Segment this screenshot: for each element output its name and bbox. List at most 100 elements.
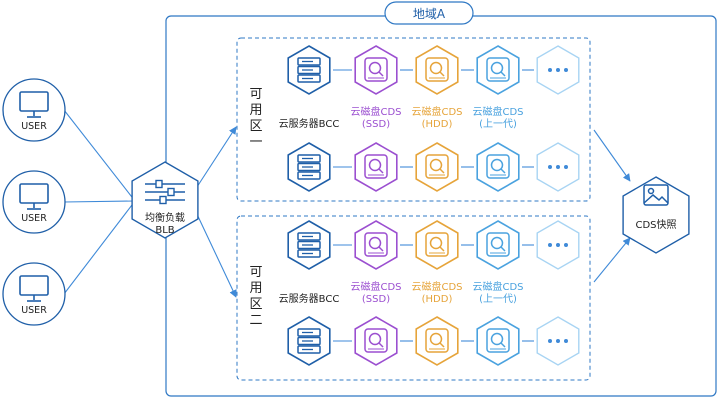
disk-hex bbox=[354, 45, 398, 95]
disk-hex bbox=[354, 142, 398, 192]
region-title: 地域A bbox=[413, 7, 446, 21]
user-node[interactable]: USER bbox=[2, 262, 66, 326]
lb-sublabel: BLB bbox=[155, 225, 174, 236]
disk-hex bbox=[476, 45, 520, 95]
disk-cds-node[interactable]: 云磁盘CDS(HDD) bbox=[411, 45, 463, 130]
user-label: USER bbox=[21, 213, 47, 224]
disk-cds-node[interactable]: 云磁盘CDS(HDD) bbox=[411, 220, 463, 305]
snapshot-label: CDS快照 bbox=[635, 219, 676, 231]
disk-cds-node[interactable]: 云磁盘CDS(上一代) bbox=[472, 45, 524, 130]
lb-to-zone-1-arrow bbox=[194, 126, 237, 191]
user-label: USER bbox=[21, 305, 47, 316]
user-node-circle bbox=[2, 170, 66, 234]
user-to-lb-line bbox=[63, 200, 136, 203]
server-icon bbox=[297, 154, 321, 180]
disk-sublabel: (HDD) bbox=[422, 119, 453, 130]
disk-search-icon bbox=[425, 154, 449, 179]
disk-search-icon bbox=[486, 57, 510, 82]
user-node-circle bbox=[2, 78, 66, 142]
more-node[interactable] bbox=[536, 45, 580, 95]
cds-snapshot-node[interactable]: CDS快照 bbox=[622, 176, 690, 254]
disk-hex bbox=[415, 142, 459, 192]
monitor-icon bbox=[19, 183, 49, 210]
disk-cds-node[interactable] bbox=[476, 142, 520, 192]
disk-hex bbox=[415, 45, 459, 95]
disk-label: 云磁盘CDS bbox=[472, 280, 523, 293]
disk-search-icon bbox=[486, 328, 510, 353]
zone-label-2: 可用区二 bbox=[249, 265, 262, 328]
disk-cds-node[interactable] bbox=[354, 316, 398, 366]
image-icon bbox=[643, 184, 669, 206]
user-node-circle bbox=[2, 262, 66, 326]
disk-search-icon bbox=[425, 328, 449, 353]
disk-search-icon bbox=[486, 232, 510, 257]
user-node[interactable]: USER bbox=[2, 78, 66, 142]
node-layer: USERUSERUSER均衡负载BLB云服务器BCC云磁盘CDS(SSD)云磁盘… bbox=[2, 45, 690, 366]
disk-label: 云磁盘CDS bbox=[411, 105, 462, 118]
slider-icon bbox=[145, 179, 185, 205]
monitor-icon bbox=[19, 91, 49, 118]
disk-cds-node[interactable]: 云磁盘CDS(SSD) bbox=[350, 45, 402, 130]
disk-hex bbox=[476, 316, 520, 366]
more-node[interactable] bbox=[536, 142, 580, 192]
server-bcc-node[interactable] bbox=[287, 316, 331, 366]
ellipsis-icon bbox=[548, 165, 568, 169]
user-node[interactable]: USER bbox=[2, 170, 66, 234]
user-to-lb-line bbox=[63, 200, 136, 295]
ellipsis-icon bbox=[548, 243, 568, 247]
disk-hex bbox=[354, 220, 398, 270]
disk-search-icon bbox=[364, 328, 388, 353]
disk-sublabel: (HDD) bbox=[422, 294, 453, 305]
disk-search-icon bbox=[364, 154, 388, 179]
disk-cds-node[interactable] bbox=[415, 316, 459, 366]
more-node[interactable] bbox=[536, 220, 580, 270]
disk-search-icon bbox=[486, 154, 510, 179]
disk-sublabel: (上一代) bbox=[479, 118, 517, 130]
disk-label: 云磁盘CDS bbox=[350, 280, 401, 293]
disk-search-icon bbox=[364, 232, 388, 257]
disk-sublabel: (SSD) bbox=[362, 294, 390, 305]
ellipsis-icon bbox=[548, 68, 568, 72]
disk-search-icon bbox=[364, 57, 388, 82]
server-icon bbox=[297, 232, 321, 258]
monitor-icon bbox=[19, 275, 49, 302]
server-icon bbox=[297, 57, 321, 83]
disk-label: 云磁盘CDS bbox=[411, 280, 462, 293]
disk-search-icon bbox=[425, 57, 449, 82]
zone-box-2 bbox=[236, 215, 591, 381]
lb-to-zone-2-arrow bbox=[194, 209, 237, 298]
server-bcc-node[interactable] bbox=[287, 142, 331, 192]
server-bcc-node[interactable]: 云服务器BCC bbox=[279, 45, 340, 130]
disk-label: 云磁盘CDS bbox=[472, 105, 523, 118]
disk-cds-node[interactable]: 云磁盘CDS(SSD) bbox=[350, 220, 402, 305]
zone-box-1 bbox=[236, 37, 591, 202]
snapshot-hex bbox=[622, 176, 690, 254]
zone-1-label: 可用区一 bbox=[249, 87, 262, 150]
more-node[interactable] bbox=[536, 316, 580, 366]
user-to-lb-line bbox=[63, 109, 136, 202]
disk-search-icon bbox=[425, 232, 449, 257]
region-title-tab bbox=[384, 1, 474, 25]
disk-hex bbox=[415, 220, 459, 270]
lb-label: 均衡负载 bbox=[145, 211, 185, 224]
disk-cds-node[interactable] bbox=[354, 142, 398, 192]
zone-2-label: 可用区二 bbox=[249, 265, 262, 328]
disk-hex bbox=[476, 220, 520, 270]
zone-label-1: 可用区一 bbox=[249, 87, 262, 150]
disk-hex bbox=[415, 316, 459, 366]
ellipsis-icon bbox=[548, 339, 568, 343]
server-bcc-node[interactable]: 云服务器BCC bbox=[279, 220, 340, 305]
connection-lines bbox=[63, 69, 631, 342]
disk-cds-node[interactable] bbox=[415, 142, 459, 192]
server-icon bbox=[297, 328, 321, 354]
disk-cds-node[interactable] bbox=[476, 316, 520, 366]
user-label: USER bbox=[21, 121, 47, 132]
disk-hex bbox=[354, 316, 398, 366]
disk-label: 云磁盘CDS bbox=[350, 105, 401, 118]
disk-cds-node[interactable]: 云磁盘CDS(上一代) bbox=[472, 220, 524, 305]
zone-2-to-snapshot-arrow bbox=[593, 237, 631, 283]
disk-hex bbox=[476, 142, 520, 192]
disk-sublabel: (上一代) bbox=[479, 293, 517, 305]
